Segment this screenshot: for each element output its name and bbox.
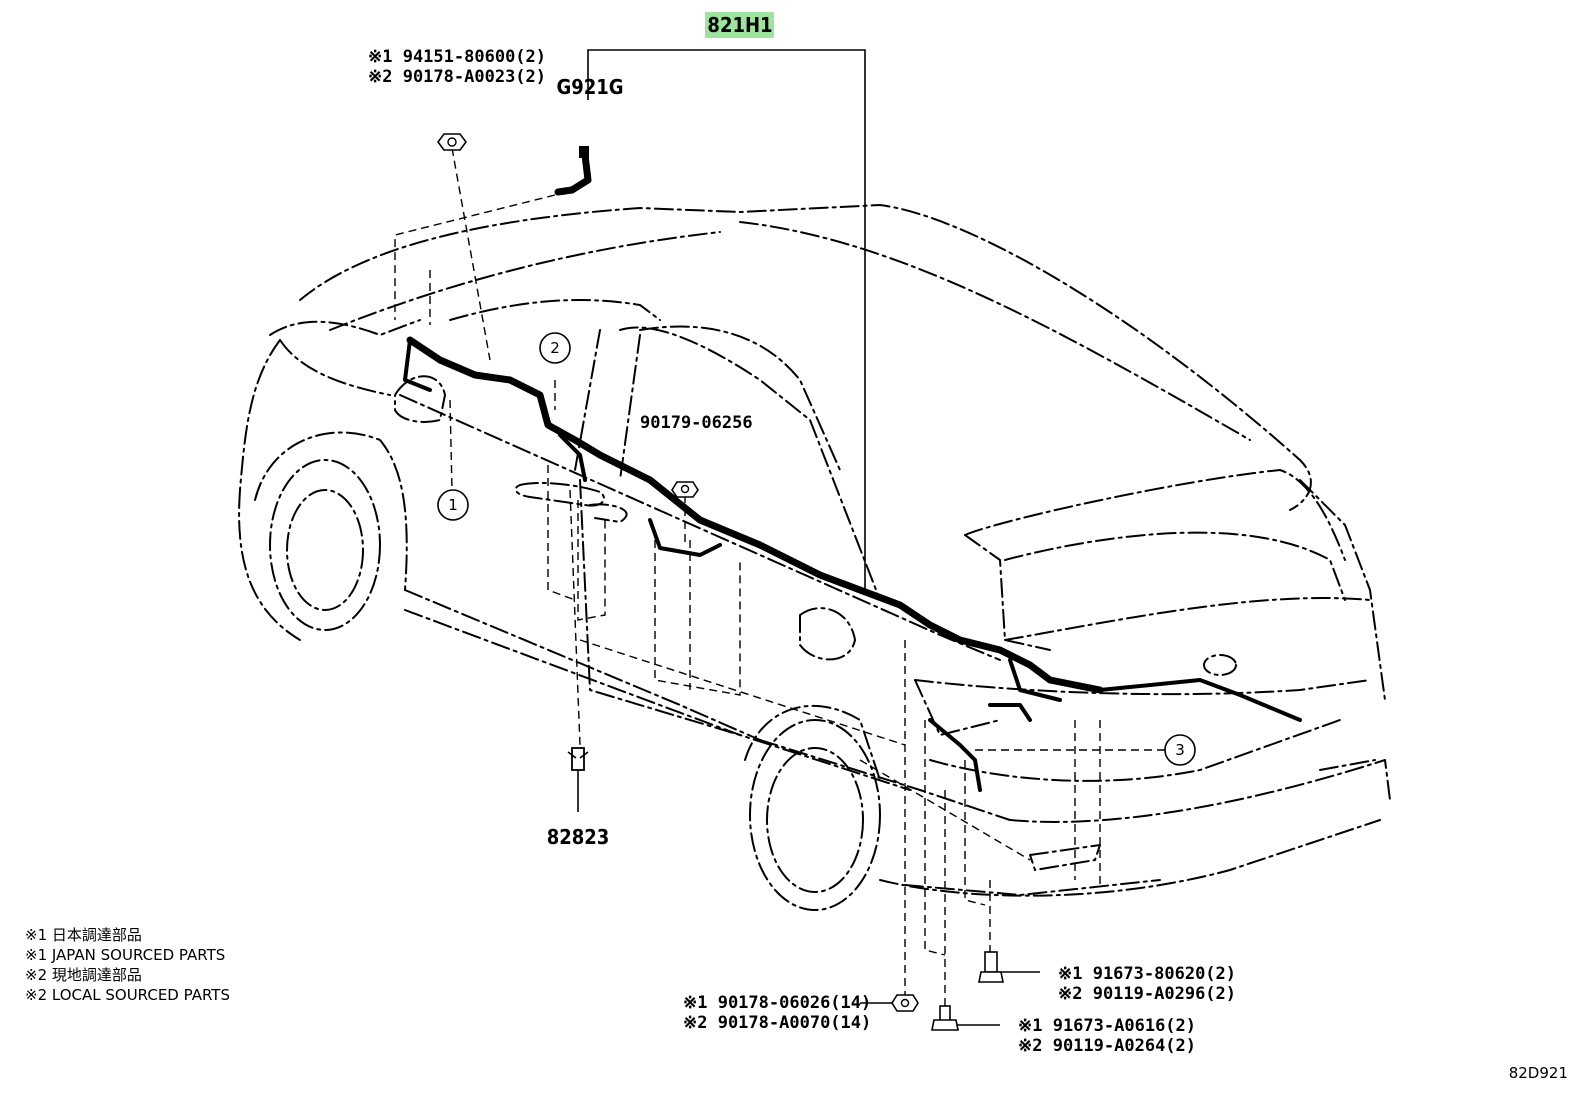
legend-note: ※1 日本調達部品 <box>25 926 142 944</box>
bolt-part-number[interactable]: ※2 90119-A0264(2) <box>1018 1036 1196 1056</box>
circle-ref-2: 2 <box>539 332 571 364</box>
circle-ref-label: 2 <box>550 339 560 357</box>
circle-ref-label: 3 <box>1175 741 1185 759</box>
connector-label[interactable]: G921G <box>556 75 623 99</box>
bolt-icon <box>891 994 919 1012</box>
circle-ref-1: 1 <box>437 489 469 521</box>
clip-part-number[interactable]: 82823 <box>547 825 610 849</box>
main-part-highlight <box>705 12 774 38</box>
vehicle-outline <box>238 204 1391 911</box>
legend-note: ※2 現地調達部品 <box>25 966 142 984</box>
bolt-part-number[interactable]: ※1 91673-80620(2) <box>1058 964 1236 984</box>
circle-ref-3: 3 <box>1164 734 1196 766</box>
nut-part-number[interactable]: ※1 94151-80600(2) <box>368 47 546 67</box>
bolt-icon <box>931 1005 959 1031</box>
nut-part-number[interactable]: ※2 90178-A0023(2) <box>368 67 546 87</box>
clamp-nut-icon <box>671 481 699 498</box>
legend-note: ※1 JAPAN SOURCED PARTS <box>25 946 225 964</box>
legend-note: ※2 LOCAL SOURCED PARTS <box>25 986 230 1004</box>
clamp-part-number[interactable]: 90179-06256 <box>640 413 753 433</box>
main-part-number[interactable]: 821H1 <box>707 13 772 37</box>
drawing-code: 82D921 <box>1509 1064 1568 1082</box>
bolt-icon <box>978 951 1004 983</box>
bolt-part-number[interactable]: ※1 91673-A0616(2) <box>1018 1016 1196 1036</box>
clip-icon <box>567 747 589 812</box>
bolt-part-number[interactable]: ※1 90178-06026(14) <box>683 993 871 1013</box>
circle-ref-label: 1 <box>448 496 458 514</box>
bolt-part-number[interactable]: ※2 90119-A0296(2) <box>1058 984 1236 1004</box>
nut-icon <box>437 133 467 151</box>
bolt-part-number[interactable]: ※2 90178-A0070(14) <box>683 1013 871 1033</box>
leader-lines <box>394 49 1165 1026</box>
wire-harness <box>403 146 1302 792</box>
